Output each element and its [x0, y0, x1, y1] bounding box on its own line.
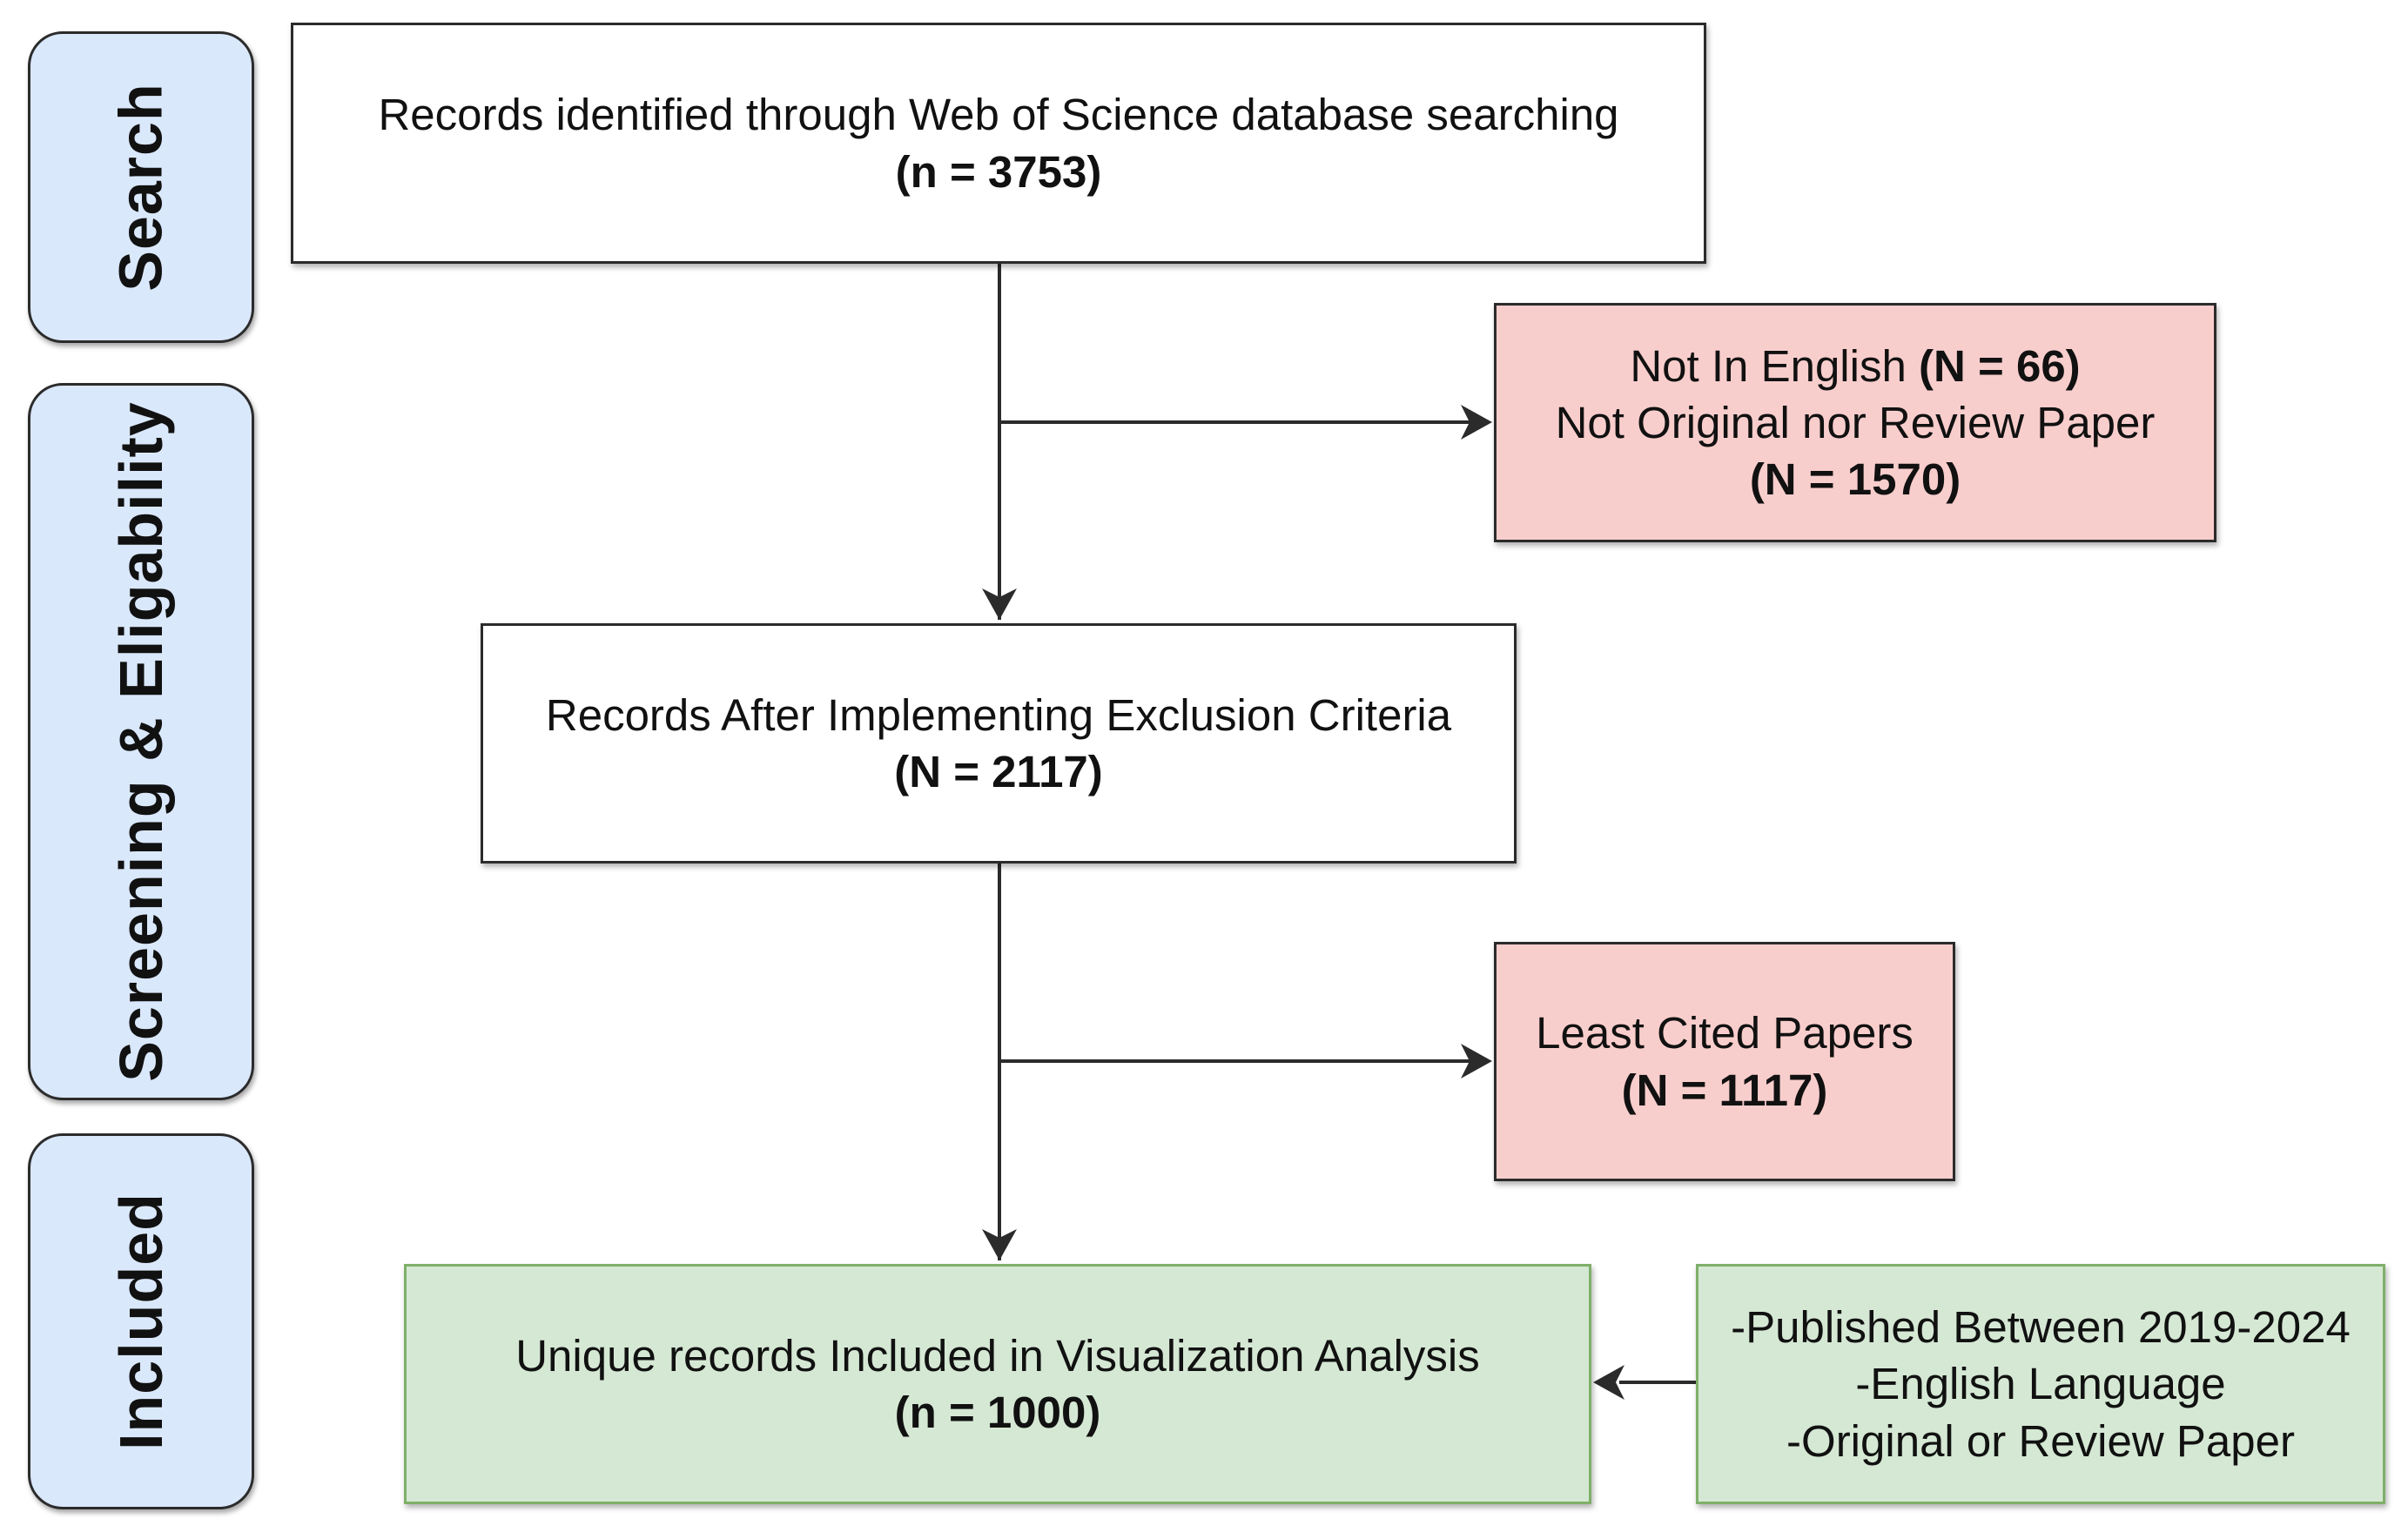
arrowhead-after-to-included — [982, 1229, 1017, 1260]
phase-screening-label: Screening & Eligability — [107, 401, 176, 1082]
phase-search-label: Search — [106, 83, 175, 292]
phase-screening-eligibility: Screening & Eligability — [28, 383, 254, 1100]
least-cited-box: Least Cited Papers (N = 1117) — [1494, 942, 1955, 1181]
least-cited-text: Least Cited Papers — [1536, 1008, 1914, 1058]
records-included-text: Unique records Included in Visualization… — [515, 1330, 1480, 1381]
records-identified-box: Records identified through Web of Scienc… — [291, 23, 1706, 264]
least-cited-count: (N = 1117) — [1621, 1065, 1828, 1115]
criteria-item-published: -Published Between 2019-2024 — [1731, 1302, 2351, 1353]
records-after-exclusion-text: Records After Implementing Exclusion Cri… — [545, 689, 1452, 740]
records-identified-count: (n = 3753) — [895, 146, 1102, 197]
exclusion-language-count: (N = 66) — [1919, 340, 2081, 391]
criteria-item-language: -English Language — [1855, 1359, 2226, 1409]
arrowhead-to-exclusion2 — [1461, 1044, 1492, 1079]
exclusion-language-type-box: Not In English (N = 66) Not Original nor… — [1494, 303, 2216, 542]
records-after-exclusion-box: Records After Implementing Exclusion Cri… — [481, 623, 1517, 864]
exclusion-type-count: (N = 1570) — [1749, 454, 1961, 505]
records-identified-text: Records identified through Web of Scienc… — [378, 90, 1619, 140]
phase-included: Included — [28, 1133, 254, 1509]
records-included-count: (n = 1000) — [894, 1388, 1101, 1437]
exclusion-type-text: Not Original nor Review Paper — [1555, 397, 2156, 447]
phase-search: Search — [28, 31, 254, 343]
exclusion-language-text: Not In English — [1630, 340, 1920, 391]
arrowhead-criteria-to-included — [1593, 1365, 1624, 1400]
inclusion-criteria-box: -Published Between 2019-2024 -English La… — [1696, 1264, 2385, 1504]
records-after-exclusion-count: (N = 2117) — [894, 747, 1103, 796]
exclusion-language-line: Not In English (N = 66) — [1630, 338, 2080, 394]
phase-included-label: Included — [107, 1193, 176, 1450]
criteria-item-paper-type: -Original or Review Paper — [1786, 1415, 2295, 1466]
arrowhead-identified-to-after — [982, 588, 1017, 620]
records-included-box: Unique records Included in Visualization… — [404, 1264, 1591, 1504]
arrowhead-to-exclusion1 — [1461, 405, 1492, 440]
